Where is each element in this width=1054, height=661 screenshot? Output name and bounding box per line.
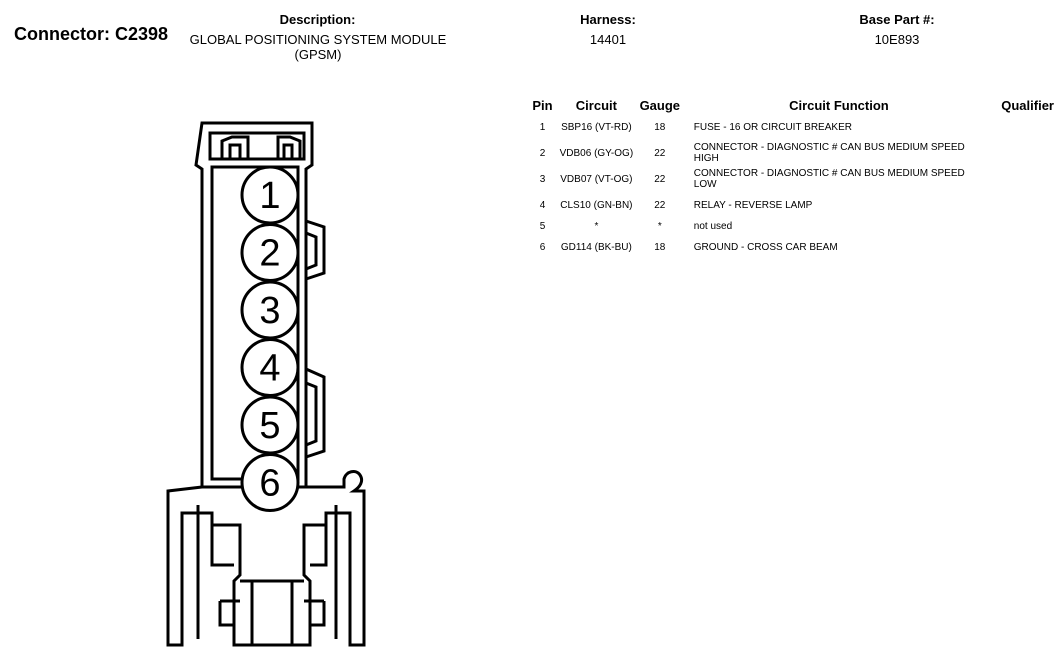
- cell-gauge: 18: [654, 121, 666, 133]
- cell-pin: 5: [539, 220, 546, 232]
- pin-number-label: 4: [259, 348, 280, 390]
- cell-qualifier: [984, 218, 1054, 234]
- cell-circuit-function: CONNECTOR - DIAGNOSTIC # CAN BUS MEDIUM …: [693, 168, 965, 190]
- base-part-label: Base Part #:: [859, 12, 935, 27]
- description-value: GLOBAL POSITIONING SYSTEM MODULE (GPSM): [189, 32, 447, 62]
- header-qualifier: Qualifier: [1001, 97, 1054, 113]
- header-pin: Pin: [532, 97, 553, 113]
- cell-circuit-function: RELAY - REVERSE LAMP: [693, 199, 813, 211]
- cell-pin: 2: [539, 147, 546, 159]
- cell-qualifier: [984, 114, 1054, 140]
- connector-face-diagram: 1 2 3 4 5 6: [166, 121, 366, 647]
- base-part-value: 10E893: [874, 32, 920, 47]
- cell-circuit-function: not used: [693, 220, 733, 232]
- pinout-table: Pin Circuit Gauge Circuit Function Quali…: [527, 96, 1054, 260]
- table-row: 4 CLS10 (GN-BN) 22 RELAY - REVERSE LAMP: [527, 192, 1054, 218]
- pin-cavities: 1 2 3 4 5 6: [240, 165, 300, 512]
- pin-number-label: 3: [259, 290, 280, 332]
- table-row: 5 * * not used: [527, 218, 1054, 234]
- cell-circuit: VDB07 (VT-OG): [560, 173, 633, 185]
- cell-gauge: *: [657, 220, 662, 232]
- pin-number-label: 2: [259, 233, 280, 275]
- cell-circuit: CLS10 (GN-BN): [560, 199, 633, 211]
- cell-pin: 6: [539, 241, 546, 253]
- cell-gauge: 22: [654, 199, 666, 211]
- cell-pin: 3: [539, 173, 546, 185]
- cell-qualifier: [984, 192, 1054, 218]
- table-row: 1 SBP16 (VT-RD) 18 FUSE - 16 OR CIRCUIT BRE…: [527, 114, 1054, 140]
- table-row: 6 GD114 (BK-BU) 18 GROUND - CROSS CAR BEAM: [527, 234, 1054, 260]
- pin-cavity-6: [240, 453, 300, 512]
- cell-gauge: 22: [654, 173, 666, 185]
- cell-pin: 1: [539, 121, 546, 133]
- cell-circuit: *: [594, 220, 599, 232]
- cell-pin: 4: [539, 199, 546, 211]
- cell-circuit: GD114 (BK-BU): [560, 241, 632, 253]
- header-gauge: Gauge: [639, 97, 681, 113]
- pin-number-label: 1: [259, 175, 280, 217]
- cell-circuit: VDB06 (GY-OG): [559, 147, 634, 159]
- header-circuit: Circuit: [575, 97, 617, 113]
- cell-gauge: 22: [654, 147, 666, 159]
- harness-label: Harness:: [580, 12, 636, 27]
- description-label: Description:: [279, 12, 356, 27]
- table-header-row: Pin Circuit Gauge Circuit Function Quali…: [527, 96, 1054, 114]
- connector-title: Connector: C2398: [14, 24, 169, 44]
- cell-qualifier: [984, 166, 1054, 192]
- table-row: 3 VDB07 (VT-OG) 22 CONNECTOR - DIAGNOSTIC #…: [527, 166, 1054, 192]
- pin-number-label: 5: [259, 405, 280, 447]
- cell-qualifier: [984, 234, 1054, 260]
- cell-circuit-function: FUSE - 16 OR CIRCUIT BREAKER: [693, 121, 852, 133]
- cell-circuit: SBP16 (VT-RD): [561, 121, 632, 133]
- cell-qualifier: [984, 140, 1054, 166]
- header-circuit-function: Circuit Function: [789, 97, 889, 113]
- harness-value: 14401: [589, 32, 627, 47]
- cell-circuit-function: CONNECTOR - DIAGNOSTIC # CAN BUS MEDIUM …: [693, 142, 965, 164]
- pin-number-label: 6: [259, 463, 280, 505]
- cell-gauge: 18: [654, 241, 666, 253]
- cell-circuit-function: GROUND - CROSS CAR BEAM: [693, 241, 838, 253]
- table-row: 2 VDB06 (GY-OG) 22 CONNECTOR - DIAGNOSTIC #…: [527, 140, 1054, 166]
